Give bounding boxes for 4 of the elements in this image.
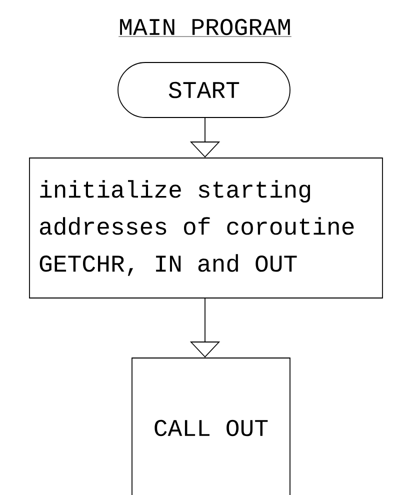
process-box: CALL OUT — [132, 358, 290, 495]
terminal-box: START — [118, 62, 290, 118]
title: MAIN PROGRAM — [118, 18, 292, 37]
process-box: initialize starting addresses of coroutine GETCHR, IN and OUT — [29, 158, 383, 298]
